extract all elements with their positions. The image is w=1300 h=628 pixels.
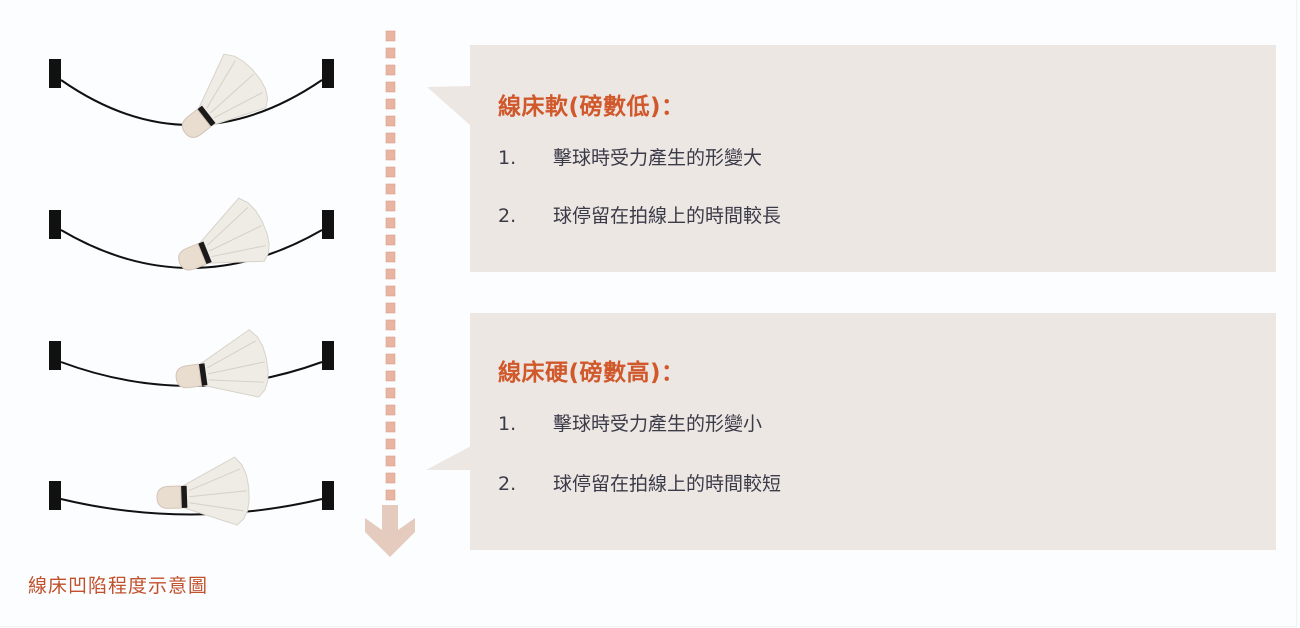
deflection-state-1 [49,45,334,157]
callout-pointer-hard [426,446,471,470]
item-number: 2. [498,473,517,495]
item-number: 1. [498,147,517,169]
deflection-state-4 [49,456,334,529]
down-arrow-icon [365,30,415,557]
list-item: 2. 球停留在拍線上的時間較長 [498,201,781,228]
callout-pointers [426,86,471,470]
deflection-state-3 [49,327,334,409]
item-text: 球停留在拍線上的時間較長 [553,205,782,227]
shuttlecock-icon [155,456,251,529]
item-text: 擊球時受力產生的形變大 [553,147,763,169]
list-item: 2. 球停留在拍線上的時間較短 [498,469,781,496]
list-item: 1. 擊球時受力產生的形變小 [498,409,762,436]
deflection-illustrations [49,30,415,557]
shuttlecock-icon [170,327,273,409]
list-item: 1. 擊球時受力產生的形變大 [498,143,762,170]
callout-pointer-soft [427,86,471,126]
item-text: 球停留在拍線上的時間較短 [553,473,782,495]
callout-title: 線床軟(磅數低)： [498,94,685,120]
item-number: 2. [498,205,517,227]
figure-caption: 線床凹陷程度示意圖 [28,575,209,597]
callout-soft-string-bed: 線床軟(磅數低)： 1. 擊球時受力產生的形變大 2. 球停留在拍線上的時間較長 [470,45,1276,272]
item-text: 擊球時受力產生的形變小 [553,413,763,435]
callout-title: 線床硬(磅數高)： [498,360,685,386]
shuttlecock-icon [165,192,277,292]
item-number: 1. [498,413,517,435]
shuttlecock-icon [161,45,277,157]
deflection-state-2 [49,192,334,292]
deflection-figure: 線床凹陷程度示意圖 [0,0,420,628]
callout-hard-string-bed: 線床硬(磅數高)： 1. 擊球時受力產生的形變小 2. 球停留在拍線上的時間較短 [470,313,1276,550]
